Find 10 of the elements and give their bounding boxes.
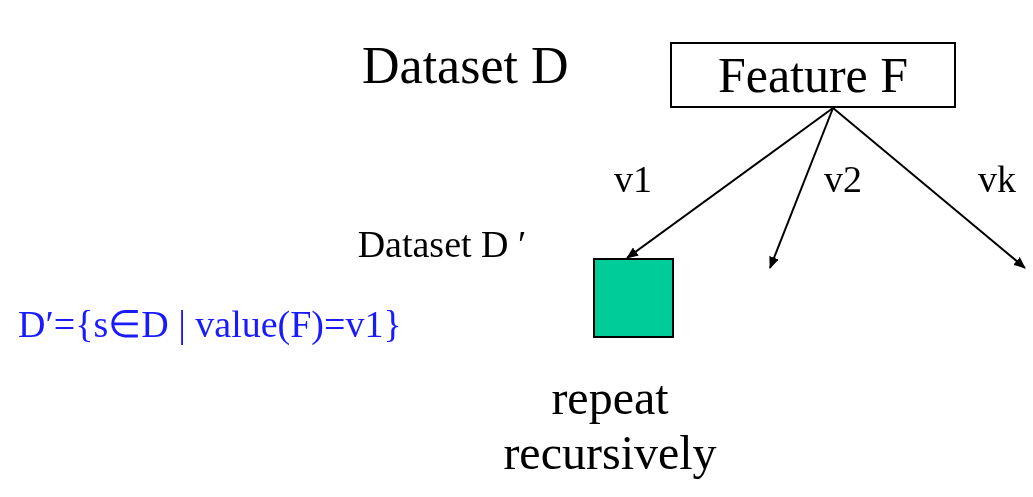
arrow [626, 107, 834, 259]
dataset-square [593, 258, 674, 338]
dataset-label: Dataset D [362, 40, 569, 92]
arrow [769, 107, 834, 269]
node-label: Feature F [717, 50, 909, 100]
node-caption: repeat recursively [502, 370, 718, 481]
arrow [832, 107, 1026, 269]
feature-box [670, 42, 956, 108]
set-definition: D′={s∈D | value(F)=v1} [18, 305, 402, 343]
node-caption: Dataset D ′ [356, 223, 528, 267]
